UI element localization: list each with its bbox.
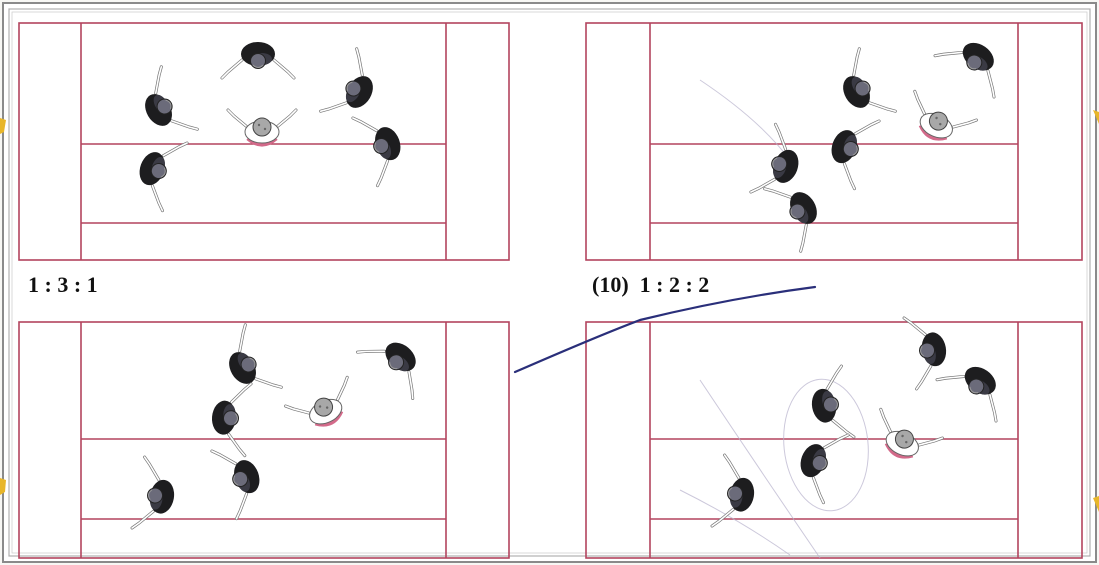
formation-label-left: 1 : 3 : 1 — [28, 272, 98, 298]
outer-frame — [3, 3, 1096, 562]
formation-label-right: (10) 1 : 2 : 2 — [592, 272, 709, 298]
